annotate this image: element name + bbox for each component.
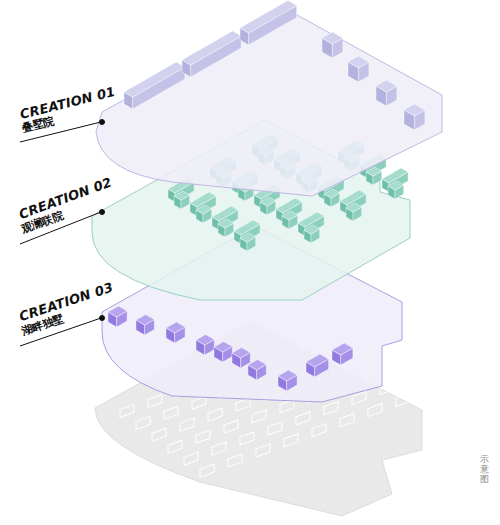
- building-face: [234, 220, 260, 235]
- building-face: [388, 181, 404, 190]
- house-footprint: [224, 420, 238, 433]
- building-face: [196, 335, 214, 346]
- building-face: [346, 203, 362, 212]
- house-footprint: [324, 402, 338, 415]
- house-footprint: [368, 403, 382, 416]
- house-footprint: [152, 428, 166, 441]
- house-footprint: [312, 424, 326, 437]
- building-face: [304, 225, 320, 234]
- house-footprint: [252, 410, 266, 423]
- building-face: [212, 206, 238, 221]
- house-footprint: [136, 416, 150, 429]
- layer-1-stacked-villas: [124, 1, 425, 131]
- house-footprint: [184, 452, 198, 465]
- house-footprint: [396, 393, 410, 406]
- building-face: [276, 198, 302, 213]
- house-footprint: [196, 430, 210, 443]
- house-footprint: [228, 454, 242, 467]
- building-face: [124, 62, 185, 97]
- layer-3-villas: [108, 306, 353, 391]
- house-footprint: [168, 440, 182, 453]
- house-footprint: [212, 442, 226, 455]
- building-face: [190, 192, 216, 207]
- house-footprint: [280, 400, 294, 413]
- building-face: [322, 32, 343, 44]
- building-face: [214, 342, 232, 353]
- house-footprint: [296, 412, 310, 425]
- house-footprint: [392, 359, 406, 372]
- house-footprint: [200, 464, 214, 477]
- building-face: [240, 1, 297, 34]
- building-face: [348, 56, 369, 68]
- building-face: [382, 168, 408, 183]
- building-face: [376, 80, 397, 92]
- layer-1-plane: [96, 10, 442, 196]
- building-face: [298, 212, 324, 227]
- building-face: [136, 315, 154, 326]
- building-face: [232, 348, 250, 359]
- house-footprint: [284, 434, 298, 447]
- building-face: [278, 370, 297, 381]
- building-face: [324, 189, 340, 198]
- building-face: [182, 31, 241, 65]
- building-face: [218, 219, 234, 228]
- house-footprint: [164, 406, 178, 419]
- house-footprint: [236, 398, 250, 411]
- house-footprint: [192, 396, 206, 409]
- building-face: [340, 190, 366, 205]
- schematic-note: 示意图: [480, 455, 489, 485]
- building-face: [240, 233, 256, 242]
- building-face: [306, 354, 329, 367]
- house-footprint: [256, 444, 270, 457]
- house-footprint: [120, 404, 134, 417]
- building-face: [174, 191, 190, 200]
- house-footprint: [208, 408, 222, 421]
- house-footprint: [268, 422, 282, 435]
- building-face: [108, 306, 127, 317]
- building-face: [166, 322, 185, 333]
- building-face: [332, 343, 353, 355]
- building-face: [282, 211, 298, 220]
- building-face: [248, 360, 266, 371]
- building-face: [260, 197, 276, 206]
- building-face: [404, 104, 425, 116]
- house-footprint: [180, 418, 194, 431]
- house-footprint: [240, 432, 254, 445]
- house-footprint: [340, 414, 354, 427]
- house-footprint: [148, 394, 162, 407]
- building-face: [196, 205, 212, 214]
